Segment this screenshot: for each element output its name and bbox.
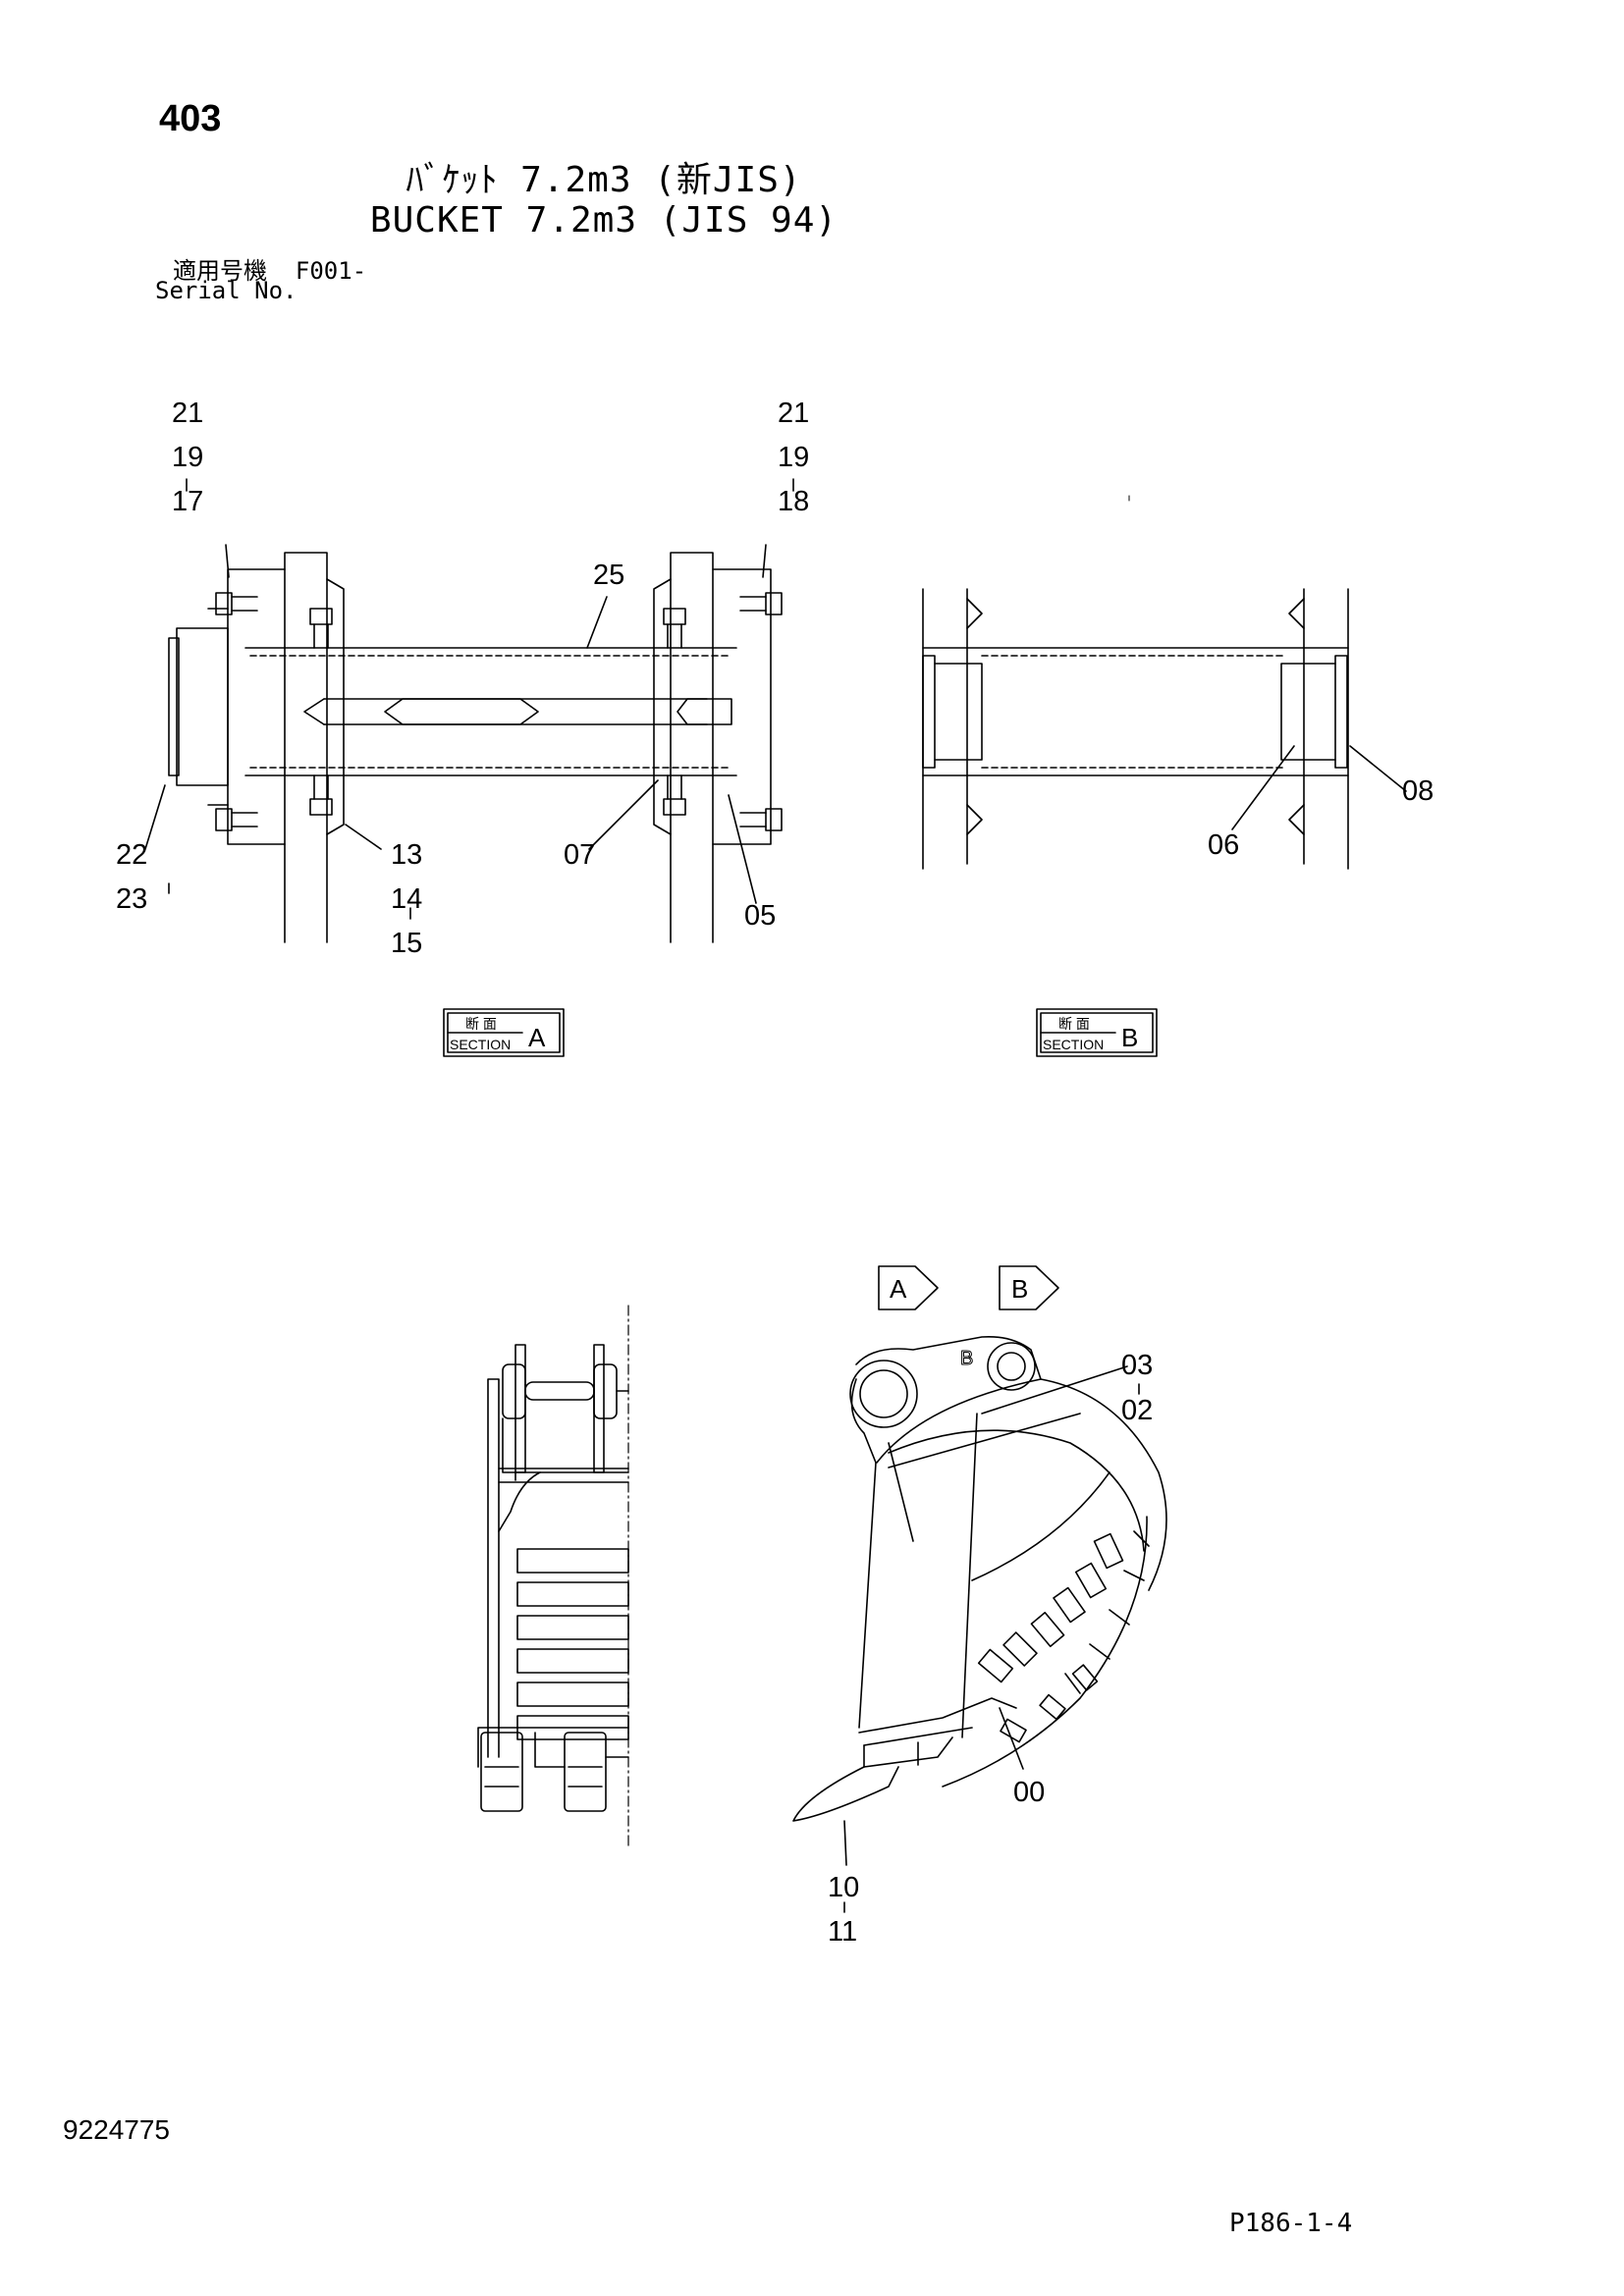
title-japanese: ﾊﾞｹｯﾄ 7.2m3 (新JIS) <box>406 160 802 200</box>
callout-05: 05 <box>744 900 776 932</box>
callout-17: 17 <box>172 486 203 517</box>
callout-11: 11 <box>828 1916 857 1948</box>
serial-line-japanese: 適用号機 F001- <box>173 251 366 286</box>
callout-03: 03 <box>1121 1350 1153 1381</box>
page-code: P186-1-4 <box>1229 2209 1353 2238</box>
callout-labels: 21 19 17 21 19 18 25 22 23 13 14 15 07 0… <box>116 398 1434 1948</box>
serial-value: F001- <box>295 257 367 285</box>
svg-text:A: A <box>890 1274 907 1304</box>
callout-21-left: 21 <box>172 398 203 429</box>
bucket-side-view: B <box>792 1335 1167 1913</box>
bucket-front-view <box>477 1305 629 1846</box>
callout-13: 13 <box>391 839 422 871</box>
section-b-letter: B <box>1121 1023 1138 1052</box>
callout-00: 00 <box>1013 1777 1045 1808</box>
section-a-jp: 断 面 <box>465 1016 497 1032</box>
tooth <box>480 1732 523 1812</box>
section-a-badge: 断 面 SECTION A <box>443 1008 565 1057</box>
page-number: 403 <box>159 98 222 139</box>
callout-10: 10 <box>828 1872 859 1903</box>
section-a-view <box>144 478 794 943</box>
drawing-number: 9224775 <box>63 2114 171 2145</box>
callout-02: 02 <box>1121 1395 1153 1426</box>
title-english: BUCKET 7.2m3 (JIS 94) <box>369 200 839 240</box>
svg-text:B: B <box>960 1348 973 1369</box>
tooth <box>564 1732 607 1812</box>
callout-08: 08 <box>1402 775 1434 807</box>
callout-07: 07 <box>564 839 595 871</box>
callout-19-right: 19 <box>778 442 809 473</box>
callout-18: 18 <box>778 486 809 517</box>
callout-14: 14 <box>391 883 422 915</box>
callout-15: 15 <box>391 928 422 959</box>
section-b-en: SECTION <box>1043 1037 1104 1052</box>
view-marker-a: A <box>878 1265 939 1310</box>
callout-21-right: 21 <box>778 398 809 429</box>
section-b-badge: 断 面 SECTION B <box>1036 1008 1158 1057</box>
callout-23: 23 <box>116 883 147 915</box>
callout-06: 06 <box>1208 829 1239 861</box>
callout-22: 22 <box>116 839 147 871</box>
serial-label-english: Serial No. <box>155 277 298 304</box>
section-a-en: SECTION <box>450 1037 511 1052</box>
callout-19-left: 19 <box>172 442 203 473</box>
callout-25: 25 <box>593 560 624 591</box>
serial-label-jp: 適用号機 <box>173 257 267 285</box>
svg-text:B: B <box>1011 1274 1028 1304</box>
section-b-view <box>922 495 1407 870</box>
view-marker-b: B <box>999 1265 1059 1310</box>
section-a-letter: A <box>528 1023 546 1052</box>
section-b-jp: 断 面 <box>1058 1016 1090 1032</box>
